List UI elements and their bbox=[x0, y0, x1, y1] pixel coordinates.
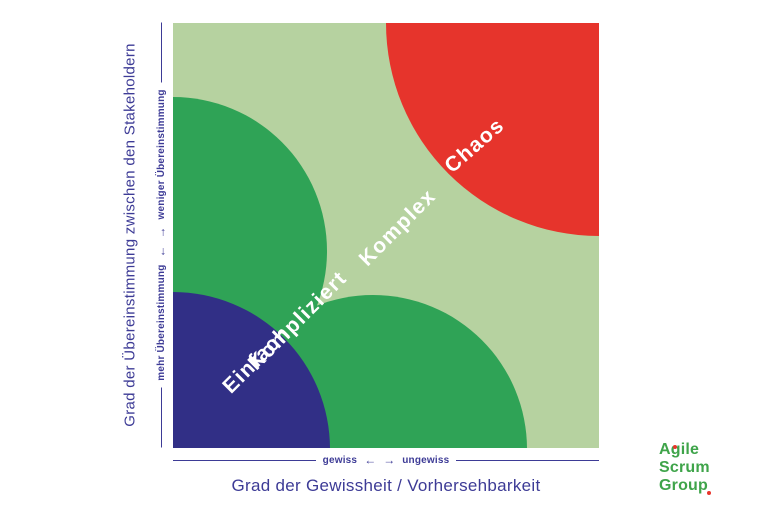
logo-line-scrum: Scrum bbox=[659, 459, 710, 476]
x-axis-annotation: gewiss ← → ungewiss bbox=[173, 453, 600, 467]
x-axis-title: Grad der Gewissheit / Vorhersehbarkeit bbox=[231, 476, 541, 495]
x-axis-far-label: ungewiss bbox=[402, 454, 450, 466]
x-axis-near-label: gewiss bbox=[322, 454, 358, 466]
y-axis-far-label: weniger Übereinstimmung bbox=[155, 89, 167, 220]
stacey-matrix bbox=[173, 23, 599, 448]
agile-scrum-group-logo: Agile Scrum Group bbox=[659, 441, 711, 495]
y-axis-line-lower bbox=[160, 387, 162, 448]
logo-period-dot-icon bbox=[707, 491, 711, 495]
y-axis-arrow-left-icon: ← bbox=[154, 245, 168, 258]
y-axis-title: Grad der Übereinstimmung zwischen den St… bbox=[121, 43, 139, 427]
logo-line-group: Group bbox=[659, 477, 708, 494]
einfach-region bbox=[173, 292, 330, 448]
y-axis-line-upper bbox=[160, 22, 162, 83]
x-axis-arrow-left-icon: ← bbox=[364, 453, 377, 467]
x-axis-line-right bbox=[456, 459, 600, 461]
logo-i-dot-icon bbox=[673, 445, 677, 449]
y-axis-annotation: mehr Übereinstimmung ← → weniger Überein… bbox=[154, 22, 168, 448]
y-axis-near-label: mehr Übereinstimmung bbox=[155, 264, 167, 381]
chaos-region bbox=[386, 23, 599, 236]
x-axis-line-left bbox=[173, 459, 316, 461]
x-axis-arrow-right-icon: → bbox=[383, 453, 396, 467]
logo-line-agile: Agile bbox=[659, 441, 700, 458]
y-axis-arrow-right-icon: → bbox=[154, 226, 168, 239]
